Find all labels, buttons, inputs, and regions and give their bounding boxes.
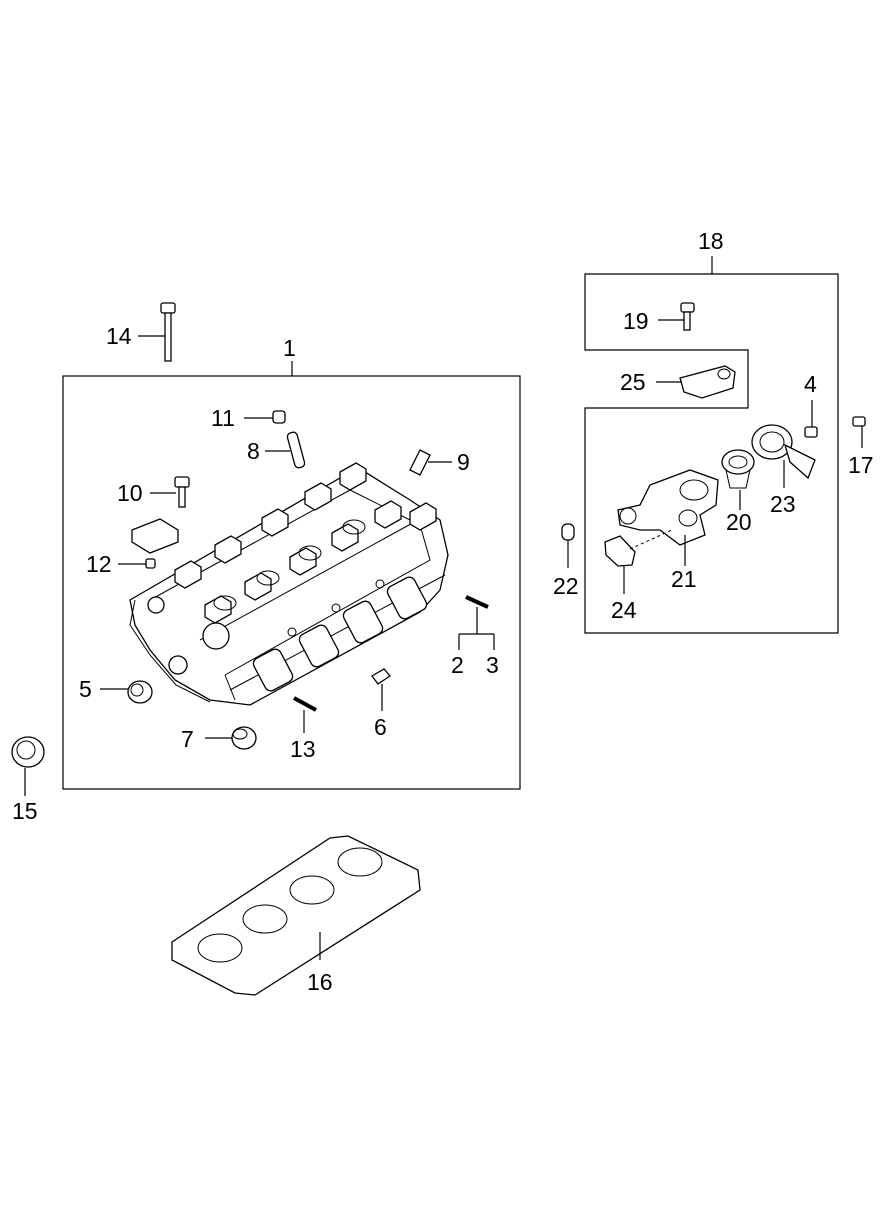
callout-1: 1 xyxy=(283,335,296,361)
part-22-plug xyxy=(561,523,575,568)
part-5-seal xyxy=(100,680,153,704)
part-20-thermostat xyxy=(721,449,755,510)
part-17-bolt xyxy=(852,416,866,448)
part-4-sensor xyxy=(804,400,818,438)
part-12-pin xyxy=(118,558,156,569)
callout-19: 19 xyxy=(623,308,649,334)
callout-24: 24 xyxy=(611,597,637,623)
part-23-thermostat-cover xyxy=(751,424,816,488)
callout-22: 22 xyxy=(553,573,579,599)
callout-20: 20 xyxy=(726,509,752,535)
callout-11: 11 xyxy=(211,405,235,431)
callout-21: 21 xyxy=(671,566,697,592)
part-14-head-bolt xyxy=(138,302,176,362)
cylinder-head-drawing xyxy=(129,462,449,706)
part-13-stud xyxy=(293,696,317,733)
part-9-sensor xyxy=(409,449,452,476)
callout-16: 16 xyxy=(307,969,333,995)
part-10-bolt xyxy=(150,476,190,508)
callout-17: 17 xyxy=(848,452,874,478)
callout-9: 9 xyxy=(457,449,470,475)
callout-3: 3 xyxy=(486,652,499,678)
part-16-head-gasket xyxy=(171,835,421,996)
callout-10: 10 xyxy=(117,480,143,506)
callout-25: 25 xyxy=(620,369,646,395)
callout-7: 7 xyxy=(181,726,194,752)
callout-23: 23 xyxy=(770,491,796,517)
part-7-plug xyxy=(205,726,257,750)
callout-13: 13 xyxy=(290,736,316,762)
part-6-plug xyxy=(371,668,391,711)
part-2-3-stud xyxy=(458,595,495,650)
cam-bearing-cap xyxy=(131,518,179,554)
part-24-gasket xyxy=(604,529,673,594)
thermostat-housing-assembly-box xyxy=(584,273,839,634)
callout-2: 2 xyxy=(451,652,464,678)
callout-12: 12 xyxy=(86,551,112,577)
callout-18: 18 xyxy=(698,228,724,254)
part-19-bolt xyxy=(658,302,695,331)
part-15-oil-seal xyxy=(11,736,45,796)
part-11-cap xyxy=(244,410,286,424)
callout-6: 6 xyxy=(374,714,387,740)
callout-14: 14 xyxy=(106,323,132,349)
part-25-water-pipe xyxy=(656,365,736,399)
part-8-valve-guide xyxy=(265,431,306,469)
callout-4: 4 xyxy=(804,371,817,397)
callout-8: 8 xyxy=(247,438,260,464)
callout-15: 15 xyxy=(12,798,38,824)
callout-5: 5 xyxy=(79,676,92,702)
part-21-thermostat-housing xyxy=(617,469,719,566)
